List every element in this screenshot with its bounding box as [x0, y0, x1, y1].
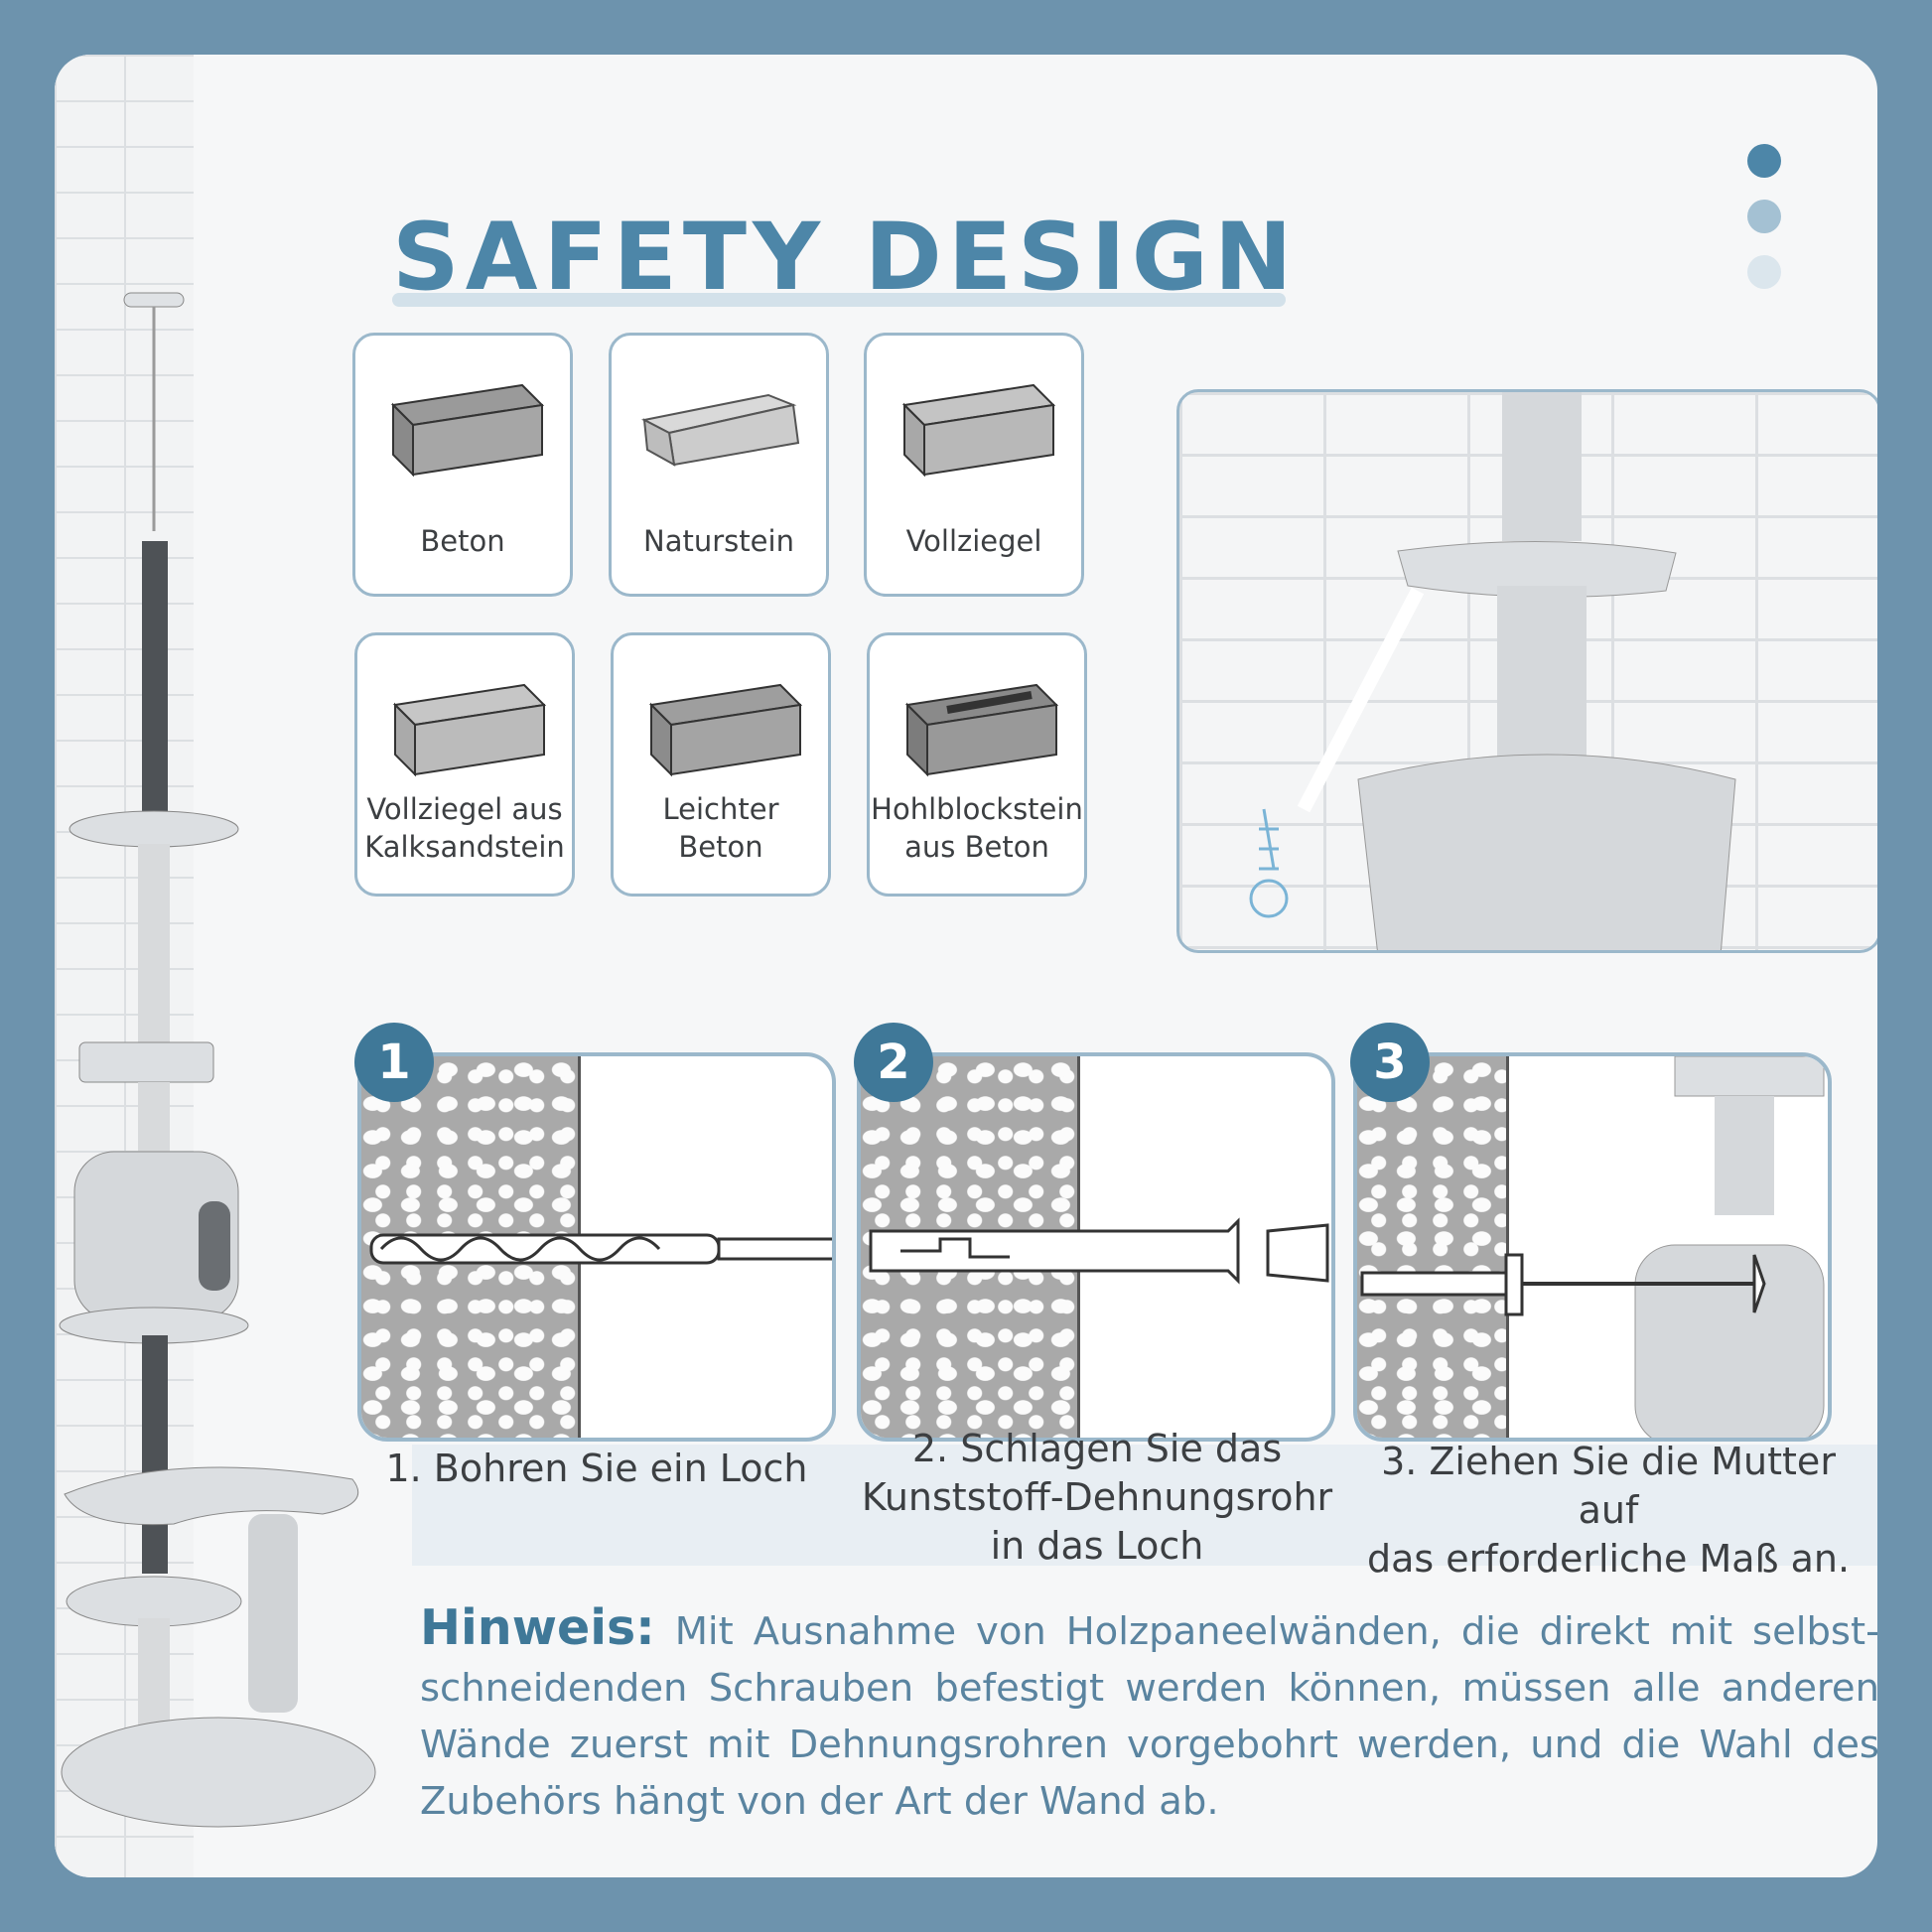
- material-label-line1: Vollziegel aus: [366, 792, 563, 826]
- material-card-hohlblockstein: Hohlblockstein aus Beton: [867, 632, 1087, 897]
- concrete-block-icon: [390, 383, 545, 478]
- material-label: Naturstein: [643, 524, 794, 558]
- step-2-caption: 2. Schlagen Sie das Kunststoff-Dehnungsr…: [849, 1425, 1345, 1571]
- hollow-block-icon: [904, 683, 1059, 777]
- material-label: Hohlblockstein aus Beton: [870, 790, 1084, 866]
- drill-bit-icon: [369, 1233, 832, 1265]
- note-label: Hinweis:: [420, 1599, 655, 1656]
- material-card-kalksandstein: Vollziegel aus Kalksandstein: [354, 632, 575, 897]
- decor-dot-1: [1747, 144, 1781, 178]
- step-2-badge: 2: [854, 1023, 933, 1102]
- natural-stone-icon: [641, 393, 800, 467]
- material-card-beton: Beton: [352, 333, 573, 597]
- material-label-line2: Beton: [678, 830, 763, 864]
- material-card-vollziegel: Vollziegel: [864, 333, 1084, 597]
- step-2-caption-line1: 2. Schlagen Sie das: [911, 1427, 1283, 1470]
- material-label: Leichter Beton: [614, 790, 828, 866]
- step-3-badge: 3: [1350, 1023, 1430, 1102]
- material-label-line2: aus Beton: [904, 830, 1049, 864]
- decor-dot-2: [1747, 200, 1781, 233]
- title-underline: [392, 293, 1286, 307]
- material-card-naturstein: Naturstein: [609, 333, 829, 597]
- material-label: Beton: [420, 524, 505, 558]
- info-card: SAFETY DESIGN Beton Naturstein Vollziege…: [55, 55, 1877, 1877]
- material-label-line1: Hohlblockstein: [871, 792, 1083, 826]
- caption-band: [412, 1445, 1877, 1566]
- step-1-badge: 1: [354, 1023, 434, 1102]
- cat-tree-image: [59, 292, 376, 1828]
- sand-lime-brick-icon: [392, 683, 547, 777]
- step-3-caption-line1: 3. Ziehen Sie die Mutter auf: [1381, 1440, 1836, 1532]
- step-3-panel: [1353, 1052, 1832, 1442]
- material-label-line1: Leichter: [662, 792, 779, 826]
- step-1-panel: [357, 1052, 836, 1442]
- decor-dot-3: [1747, 255, 1781, 289]
- material-label: Vollziegel aus Kalksandstein: [357, 790, 572, 866]
- mount-closeup-photo: [1176, 389, 1877, 953]
- step-3-caption: 3. Ziehen Sie die Mutter auf das erforde…: [1345, 1438, 1871, 1584]
- step-2-caption-line2: Kunststoff-Dehnungsrohr: [861, 1475, 1333, 1519]
- safety-note: Hinweis: Mit Ausnahme von Holzpaneelwänd…: [420, 1599, 1877, 1830]
- brick-wall-background: [55, 55, 194, 1877]
- light-concrete-icon: [648, 683, 803, 777]
- step-2-caption-line3: in das Loch: [990, 1524, 1204, 1568]
- step-2-panel: [857, 1052, 1335, 1442]
- note-text: Mit Ausnahme von Holzpaneelwänden, die d…: [420, 1609, 1877, 1824]
- screw-icon: [1360, 1056, 1825, 1438]
- wall-section: [1357, 1056, 1509, 1438]
- material-label-line2: Kalksandstein: [364, 830, 565, 864]
- step-1-caption: 1. Bohren Sie ein Loch: [385, 1447, 808, 1490]
- expansion-plug-icon: [869, 1217, 1329, 1285]
- solid-brick-icon: [901, 383, 1056, 478]
- step-3-caption-line2: das erforderliche Maß an.: [1366, 1537, 1851, 1581]
- material-card-leichter-beton: Leichter Beton: [611, 632, 831, 897]
- material-label: Vollziegel: [905, 524, 1042, 558]
- wall-anchor-illustration: [1249, 392, 1736, 950]
